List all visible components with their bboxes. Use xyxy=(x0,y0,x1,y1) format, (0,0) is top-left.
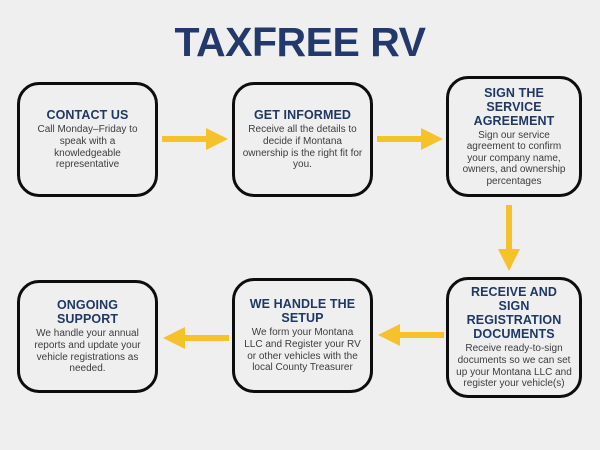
arrow-right-icon xyxy=(162,126,228,152)
step-body: We form your Montana LLC and Register yo… xyxy=(244,327,361,374)
arrow-down-icon xyxy=(496,205,522,271)
step-box-we-handle-setup: WE HANDLE THE SETUP We form your Montana… xyxy=(232,278,373,393)
step-body: Call Monday–Friday to speak with a knowl… xyxy=(37,124,138,171)
step-title: WE HANDLE THE SETUP xyxy=(249,297,356,326)
step-box-contact-us: CONTACT US Call Monday–Friday to speak w… xyxy=(17,82,158,197)
step-body: We handle your annual reports and update… xyxy=(34,328,141,375)
step-box-get-informed: GET INFORMED Receive all the details to … xyxy=(232,82,373,197)
step-title: RECEIVE AND SIGN REGISTRATION DOCUMENTS xyxy=(466,285,562,342)
arrow-right-icon xyxy=(377,126,443,152)
step-box-receive-sign-docs: RECEIVE AND SIGN REGISTRATION DOCUMENTS … xyxy=(446,277,582,398)
step-body: Sign our service agreement to confirm yo… xyxy=(462,129,566,187)
step-box-sign-agreement: SIGN THE SERVICE AGREEMENT Sign our serv… xyxy=(446,76,582,197)
step-title: SIGN THE SERVICE AGREEMENT xyxy=(473,85,555,128)
step-title: ONGOING SUPPORT xyxy=(56,298,119,327)
arrow-left-icon xyxy=(163,325,229,351)
step-body: Receive ready-to-sign documents so we ca… xyxy=(456,343,572,390)
page-title: TAXFREE RV xyxy=(174,19,426,65)
step-title: CONTACT US xyxy=(46,108,129,123)
step-box-ongoing-support: ONGOING SUPPORT We handle your annual re… xyxy=(17,280,158,393)
arrow-left-icon xyxy=(378,322,444,348)
step-body: Receive all the details to decide if Mon… xyxy=(242,124,363,171)
step-title: GET INFORMED xyxy=(253,108,352,123)
